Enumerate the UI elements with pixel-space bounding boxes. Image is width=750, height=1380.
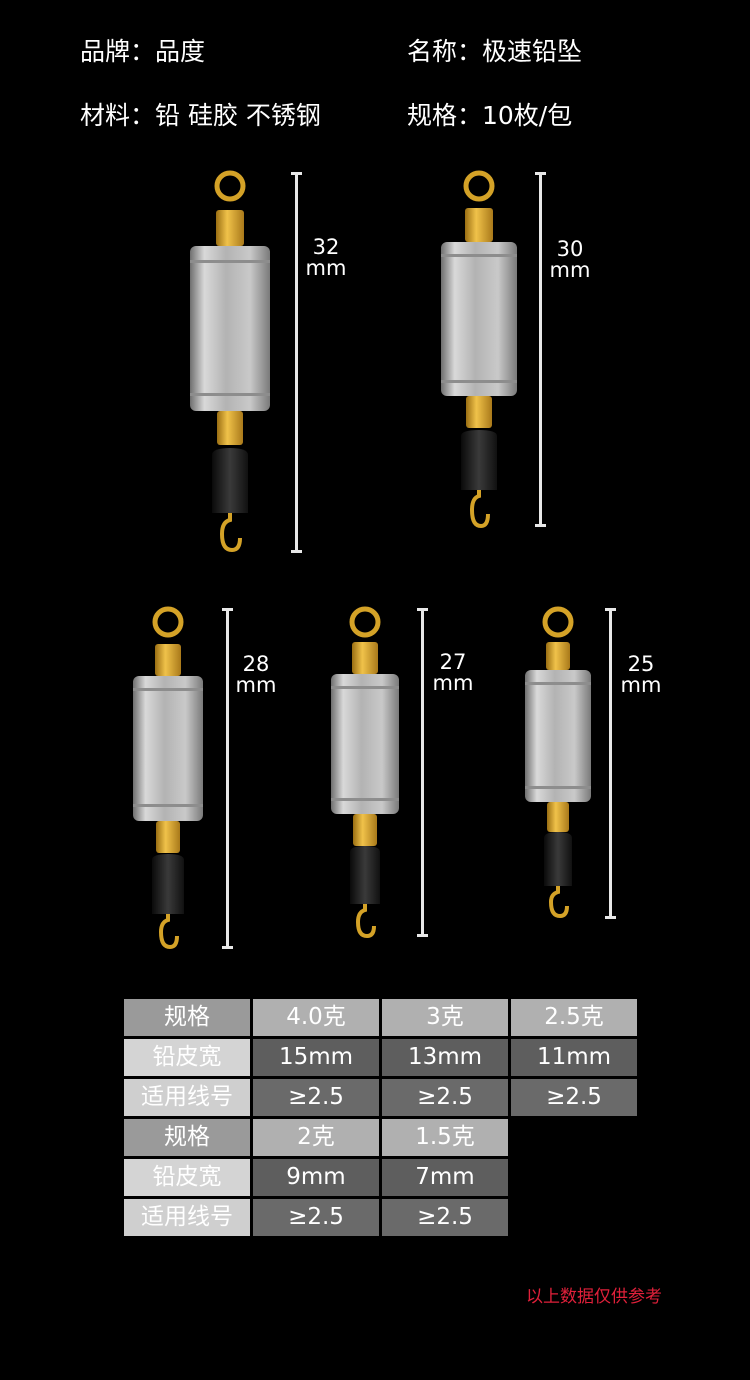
table-cell: 2.5克	[511, 999, 637, 1036]
table-cell: ≥2.5	[511, 1079, 637, 1116]
dimension-unit: mm	[620, 673, 662, 697]
measure-cap-top	[222, 608, 233, 611]
measure-cap-top	[605, 608, 616, 611]
measure-line-30	[539, 172, 542, 527]
measure-line-27	[421, 608, 424, 936]
dimension-value-27: 27	[439, 650, 467, 674]
product-name-label: 名称：极速铅坠	[407, 37, 583, 66]
table-cell: 3克	[382, 999, 508, 1036]
measure-cap-top	[291, 172, 302, 175]
table-cell: 15mm	[253, 1039, 379, 1076]
measure-line-25	[609, 608, 612, 918]
table-cell: 规格	[124, 999, 250, 1036]
dimension-unit: mm	[549, 258, 591, 282]
brand-label: 品牌：品度	[80, 37, 206, 66]
spec-label: 规格：10枚/包	[407, 101, 573, 130]
table-cell: 4.0克	[253, 999, 379, 1036]
table-cell: ≥2.5	[253, 1079, 379, 1116]
dimension-value-25: 25	[627, 652, 655, 676]
measure-cap-bottom	[291, 550, 302, 553]
sinker-32mm-image	[190, 170, 270, 553]
table-cell: 11mm	[511, 1039, 637, 1076]
dimension-unit: mm	[235, 673, 277, 697]
table-cell: 13mm	[382, 1039, 508, 1076]
table-cell: 适用线号	[124, 1199, 250, 1236]
dimension-value-28: 28	[242, 652, 270, 676]
table-cell: 适用线号	[124, 1079, 250, 1116]
measure-line-28	[226, 608, 229, 948]
disclaimer-note: 以上数据仅供参考	[526, 1287, 662, 1307]
measure-cap-bottom	[417, 934, 428, 937]
table-cell: ≥2.5	[382, 1199, 508, 1236]
measure-cap-bottom	[535, 524, 546, 527]
table-cell: 7mm	[382, 1159, 508, 1196]
table-cell: 9mm	[253, 1159, 379, 1196]
material-label: 材料：铅 硅胶 不锈钢	[80, 101, 321, 130]
table-cell: ≥2.5	[382, 1079, 508, 1116]
table-cell: 铅皮宽	[124, 1039, 250, 1076]
dimension-unit: mm	[305, 256, 347, 280]
table-cell: 规格	[124, 1119, 250, 1156]
table-cell: 2克	[253, 1119, 379, 1156]
table-cell: 铅皮宽	[124, 1159, 250, 1196]
sinker-27mm-image	[331, 606, 399, 939]
dimension-value-32: 32	[312, 235, 340, 259]
table-cell: ≥2.5	[253, 1199, 379, 1236]
table-cell: 1.5克	[382, 1119, 508, 1156]
measure-cap-bottom	[605, 916, 616, 919]
dimension-value-30: 30	[556, 237, 584, 261]
measure-cap-top	[535, 172, 546, 175]
measure-cap-bottom	[222, 946, 233, 949]
sinker-28mm-image	[133, 606, 203, 950]
measure-line-32	[295, 172, 298, 552]
measure-cap-top	[417, 608, 428, 611]
sinker-25mm-image	[525, 606, 591, 919]
sinker-30mm-image	[441, 170, 517, 529]
dimension-unit: mm	[432, 671, 474, 695]
